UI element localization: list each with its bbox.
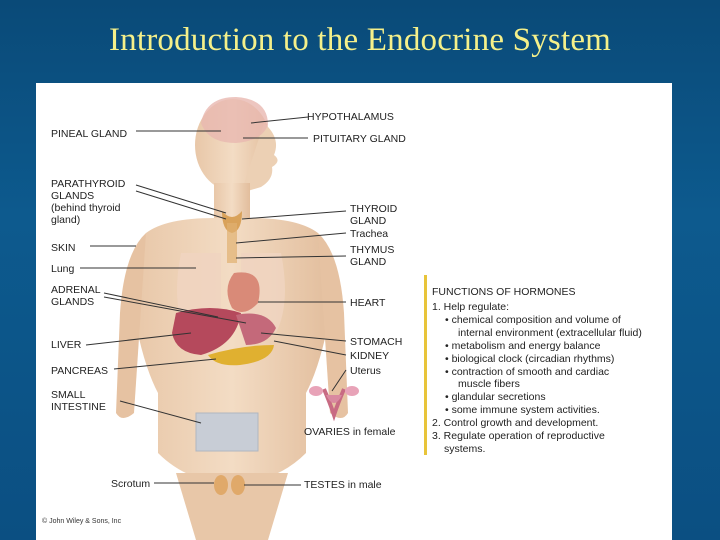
testes-right xyxy=(231,475,245,495)
functions-line: • glandular secretions xyxy=(445,391,546,404)
label-parathyroid: PARATHYROID GLANDS (behind thyroid gland… xyxy=(51,178,126,226)
label-uterus: Uterus xyxy=(350,365,381,377)
label-hypothalamus: HYPOTHALAMUS xyxy=(307,111,394,123)
functions-line: internal environment (extracellular flui… xyxy=(458,326,642,339)
endocrine-figure: HYPOTHALAMUS PITUITARY GLAND PINEAL GLAN… xyxy=(36,83,672,540)
legs-shape xyxy=(176,473,288,540)
leader-lines xyxy=(80,116,347,486)
uterus-ovaries xyxy=(309,386,359,422)
label-kidney: KIDNEY xyxy=(350,350,390,362)
functions-line: 1. Help regulate: xyxy=(432,301,510,313)
label-ovaries: OVARIES in female xyxy=(304,426,396,438)
label-trachea: Trachea xyxy=(350,228,389,240)
body-illustration xyxy=(80,97,359,540)
neck-shape xyxy=(214,183,250,223)
functions-heading: FUNCTIONS OF HORMONES xyxy=(432,286,576,298)
functions-line: systems. xyxy=(444,442,486,455)
label-pancreas: PANCREAS xyxy=(51,365,108,377)
label-thymus: THYMUS GLAND xyxy=(350,244,395,268)
trachea-shape xyxy=(227,223,237,263)
brain-shape xyxy=(201,97,268,143)
label-adrenal: ADRENAL GLANDS xyxy=(51,284,101,308)
label-scrotum: Scrotum xyxy=(111,478,151,490)
pancreas-shape xyxy=(208,345,274,366)
heart-shape xyxy=(227,272,260,312)
face-profile xyxy=(241,123,278,193)
right-arm xyxy=(318,233,348,418)
label-pineal: PINEAL GLAND xyxy=(51,128,128,140)
label-skin: SKIN xyxy=(51,242,76,254)
functions-line: • metabolism and energy balance xyxy=(445,339,601,352)
functions-accent-bar xyxy=(424,275,427,455)
functions-line: • contraction of smooth and cardiac xyxy=(445,365,610,378)
functions-line: 3. Regulate operation of reproductive xyxy=(432,430,605,442)
stomach-shape xyxy=(236,313,276,345)
functions-line: muscle fibers xyxy=(458,378,520,391)
intestine-box xyxy=(195,412,259,452)
functions-line: • biological clock (circadian rhythms) xyxy=(445,352,615,365)
label-heart: HEART xyxy=(350,297,386,309)
label-liver: LIVER xyxy=(51,339,82,351)
functions-line: 2. Control growth and development. xyxy=(432,417,599,430)
label-stomach: STOMACH xyxy=(350,336,403,348)
label-lung: Lung xyxy=(51,263,75,275)
copyright-text: © John Wiley & Sons, Inc xyxy=(42,518,122,525)
label-testes: TESTES in male xyxy=(304,479,382,491)
left-arm xyxy=(116,233,146,418)
liver-shape xyxy=(172,308,241,355)
label-pituitary: PITUITARY GLAND xyxy=(313,133,406,145)
slide-title: Introduction to the Endocrine System xyxy=(108,22,612,58)
label-thyroid: THYROID GLAND xyxy=(350,203,398,227)
label-small-intestine: SMALL INTESTINE xyxy=(51,389,106,413)
functions-line: • some immune system activities. xyxy=(445,404,600,417)
testes-left xyxy=(214,475,228,495)
functions-line: • chemical composition and volume of xyxy=(445,313,621,326)
